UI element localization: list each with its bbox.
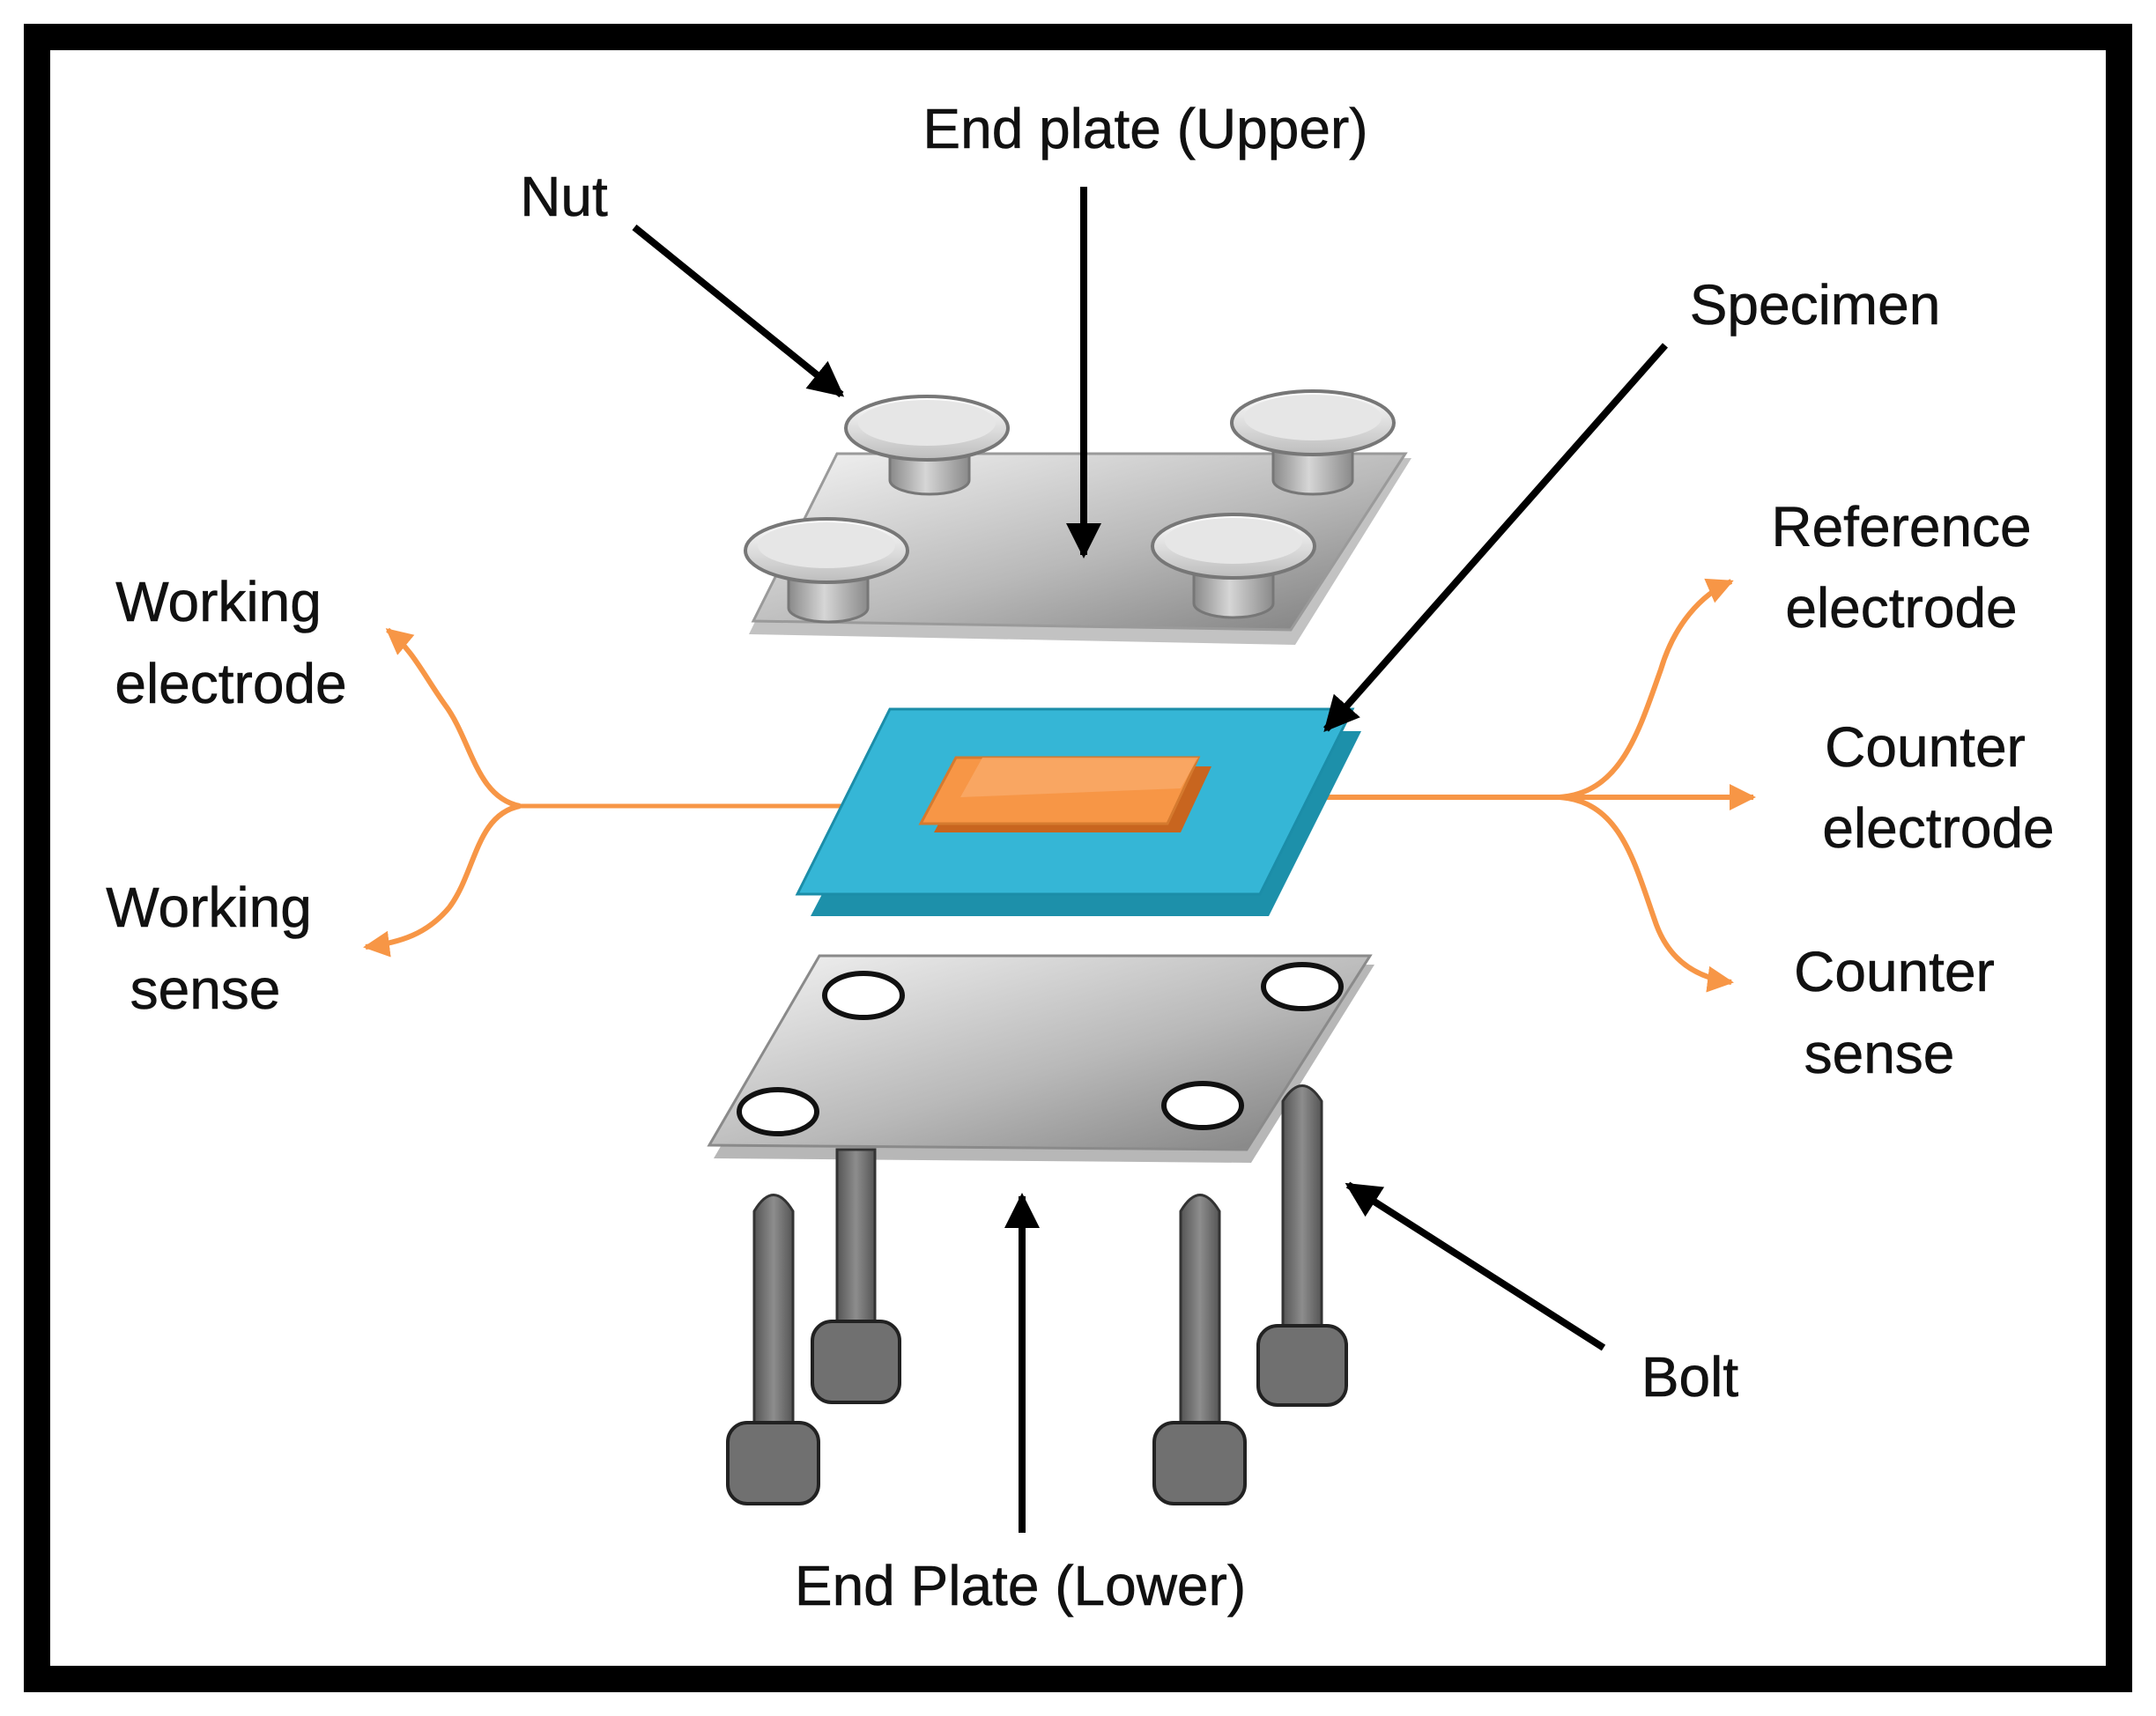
label-working-electrode-line2: electrode (115, 652, 346, 715)
bolt-hole (1161, 1081, 1244, 1130)
diagram-frame (24, 24, 2132, 1692)
bolt-arrow (1345, 1181, 1606, 1351)
bolt-front-left (726, 1194, 820, 1505)
bolt-front-right (1152, 1194, 1247, 1505)
nut-arrow (632, 224, 845, 398)
labels: End plate (Upper) Nut Specimen Working e… (106, 97, 2055, 1618)
pointer-arrows (632, 187, 1668, 1533)
label-counter-sense-line1: Counter (1794, 940, 1995, 1003)
specimen-arrow (1323, 343, 1668, 732)
nut-back-right (1230, 389, 1396, 496)
label-counter-sense-line2: sense (1804, 1022, 1955, 1085)
bolt-back-right (1256, 1084, 1348, 1407)
label-counter-electrode-line2: electrode (1822, 796, 2054, 860)
label-end-plate-upper: End plate (Upper) (922, 97, 1367, 160)
working-electrode-wire (385, 627, 521, 809)
label-reference-electrode-line2: electrode (1785, 576, 2017, 640)
nut-back-left (844, 395, 1010, 496)
nut-front-right (1151, 513, 1316, 619)
label-working-sense-line1: Working (106, 876, 312, 939)
bolt-hole (737, 1087, 819, 1136)
label-counter-electrode-line1: Counter (1825, 715, 2026, 779)
label-working-sense-line2: sense (130, 958, 281, 1021)
working-sense-wire (363, 803, 521, 958)
reference-electrode-wire (1559, 578, 1734, 800)
label-specimen: Specimen (1690, 273, 1941, 337)
specimen (795, 707, 1361, 916)
label-nut: Nut (520, 165, 608, 228)
label-bolt: Bolt (1641, 1345, 1739, 1409)
label-reference-electrode-line1: Reference (1771, 495, 2031, 558)
label-working-electrode-line1: Working (115, 570, 322, 633)
nut-front-left (744, 517, 909, 624)
counter-sense-wire (1559, 795, 1734, 993)
lower-end-plate (707, 954, 1374, 1163)
label-end-plate-lower: End Plate (Lower) (795, 1554, 1246, 1617)
bolt-hole (822, 971, 905, 1020)
bolt-hole (1261, 962, 1344, 1011)
bolt-back-left (811, 1148, 901, 1404)
